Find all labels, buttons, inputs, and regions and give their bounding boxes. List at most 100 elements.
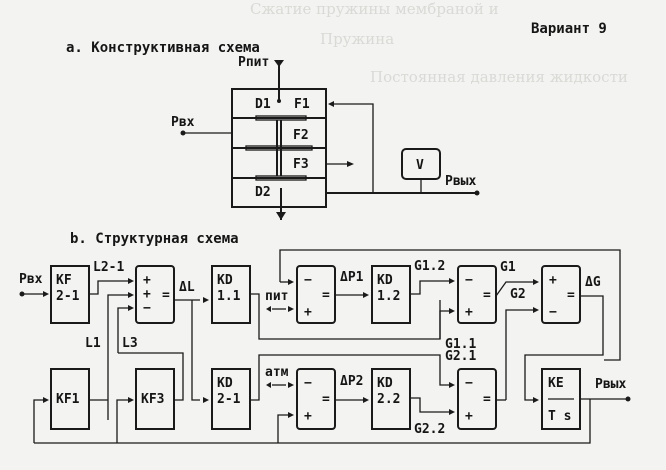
wire-g11 xyxy=(439,310,450,339)
input-port-a xyxy=(180,130,186,136)
supply-label: Рпит xyxy=(238,55,269,70)
wire-kf3-out xyxy=(118,352,184,401)
wire-kf1-in xyxy=(33,399,43,443)
sum-block-g1 xyxy=(457,265,497,324)
arrow-icon xyxy=(203,397,209,403)
block-kd11-line1: KD xyxy=(217,273,233,288)
device-assembly: D1 F1 F2 F3 D2 xyxy=(231,60,327,220)
wire-into-dp2-plus xyxy=(277,414,288,443)
arrowheads xyxy=(43,278,539,418)
signal-pit: пит xyxy=(265,289,288,304)
arrow-icon xyxy=(449,308,455,314)
signal-dp1: ΔP1 xyxy=(340,270,364,285)
output-label-b: Рвых xyxy=(595,377,626,392)
sumdg-minus: − xyxy=(549,305,557,320)
wire-g1 xyxy=(495,281,534,297)
wire-bottom-feedback xyxy=(34,399,591,444)
sumdg-eq: = xyxy=(567,288,575,303)
wire-kd21-out xyxy=(250,354,450,401)
block-kd21-line2: 2-1 xyxy=(217,392,241,407)
sumdp2-plus: + xyxy=(304,409,312,424)
signal-l3: L3 xyxy=(122,336,138,351)
block-kd11-line2: 1.1 xyxy=(217,289,241,304)
sum1-eq: = xyxy=(162,288,170,303)
arrow-icon xyxy=(533,397,539,403)
output-port-a xyxy=(474,190,480,196)
wire-g12 xyxy=(410,280,450,295)
block-kd22 xyxy=(371,368,411,430)
block-ke-num: KE xyxy=(548,376,564,391)
block-kd22-line1: KD xyxy=(377,376,393,391)
output-label-a: Рвых xyxy=(445,174,476,189)
input-port-b xyxy=(19,291,25,297)
block-kd12-line1: KD xyxy=(377,273,393,288)
membrane-center-2 xyxy=(245,145,313,151)
arrow-icon xyxy=(288,306,294,312)
section-b-title: b. Структурная схема xyxy=(70,231,239,247)
chamber-f3: F3 xyxy=(293,157,309,172)
sumdp2-eq: = xyxy=(322,392,330,407)
output-port-b xyxy=(625,396,631,402)
sum-block-1 xyxy=(135,265,175,324)
volume-label: V xyxy=(416,158,424,173)
sum-block-dg xyxy=(541,265,581,324)
block-kd22-line2: 2.2 xyxy=(377,392,400,407)
signal-g1: G1 xyxy=(500,260,516,275)
ghost-text-2: Пружина xyxy=(320,30,394,48)
signal-g12: G1.2 xyxy=(414,259,445,274)
wire-l21 xyxy=(89,280,128,295)
exhaust-arrow-icon xyxy=(276,212,286,220)
arrow-icon xyxy=(449,278,455,284)
sum-block-dp2 xyxy=(296,368,336,430)
sum1-sign-3: − xyxy=(143,301,151,316)
block-kf3-label: KF3 xyxy=(141,392,164,407)
arrow-icon xyxy=(363,292,369,298)
f1-arrow-icon xyxy=(328,101,334,107)
arrow-icon xyxy=(128,397,134,403)
arrow-icon xyxy=(288,382,294,388)
wire-l1 xyxy=(107,294,128,420)
sum-block-g2 xyxy=(457,368,497,430)
arrow-icon xyxy=(533,307,539,313)
block-kf1-label: KF1 xyxy=(56,392,80,407)
signal-atm: атм xyxy=(265,365,289,380)
wire-g22 xyxy=(410,397,450,413)
feedback-line-f1 xyxy=(330,103,374,193)
atm-arrow-icon xyxy=(266,382,271,388)
signal-l21: L2-1 xyxy=(93,260,124,275)
block-ke-den: T s xyxy=(548,409,571,424)
input-label-b: Рвх xyxy=(19,272,43,287)
chamber-f1: F1 xyxy=(294,97,310,112)
ghost-text-1: Сжатие пружины мембраной и xyxy=(250,0,499,18)
signal-g2: G2 xyxy=(510,287,526,302)
arrow-icon xyxy=(43,397,49,403)
input-label-a: Рвх xyxy=(171,115,195,130)
sumg1-eq: = xyxy=(483,288,491,303)
arrow-icon xyxy=(288,279,294,285)
sumg1-minus: − xyxy=(465,273,473,288)
wire-g2 xyxy=(505,309,534,400)
signal-g21: G2.1 xyxy=(445,349,476,364)
block-kd12-line2: 1.2 xyxy=(377,289,400,304)
sumg1-plus: + xyxy=(465,305,473,320)
arrow-icon xyxy=(43,291,49,297)
sumg2-eq: = xyxy=(483,392,491,407)
arrow-icon xyxy=(363,397,369,403)
chamber-f2: F2 xyxy=(293,128,309,143)
wire-feedback-top xyxy=(279,249,621,361)
sumg2-plus: + xyxy=(465,409,473,424)
section-a-title: a. Конструктивная схема xyxy=(66,40,260,56)
arrow-icon xyxy=(128,292,134,298)
arrow-icon xyxy=(128,278,134,284)
sum1-sign-1: + xyxy=(143,273,151,288)
wire-kf3-in xyxy=(116,399,128,443)
ghost-text-3: Постоянная давления жидкости xyxy=(370,68,628,86)
block-kf3 xyxy=(135,368,175,430)
sumdp2-minus: − xyxy=(304,376,312,391)
arrow-icon xyxy=(533,279,539,285)
wire-dg xyxy=(524,295,604,401)
arrow-icon xyxy=(449,382,455,388)
pit-arrow-icon xyxy=(266,306,271,312)
wire-dl-down xyxy=(191,300,200,401)
